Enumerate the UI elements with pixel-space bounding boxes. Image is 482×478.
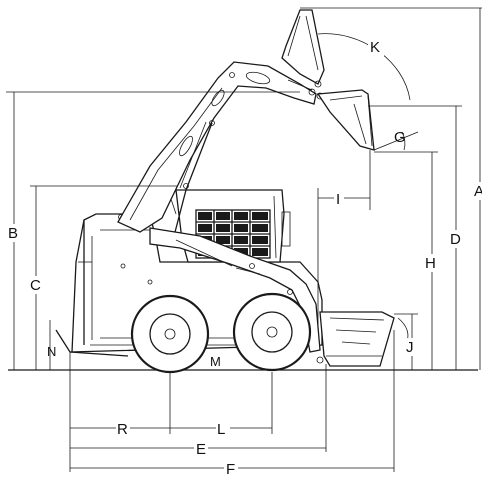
- label-R: R: [117, 421, 128, 438]
- label-F: F: [226, 461, 235, 478]
- label-E: E: [196, 441, 206, 458]
- label-A: A: [474, 183, 482, 200]
- label-I: I: [336, 191, 340, 208]
- rear-wheel: [130, 294, 210, 374]
- label-C: C: [30, 277, 41, 294]
- bucket-ground: [316, 311, 395, 367]
- label-K: K: [370, 39, 380, 56]
- bucket-raised-dump: [316, 89, 375, 151]
- label-D: D: [450, 231, 461, 248]
- loader-arm-lowered: [149, 227, 321, 353]
- bucket-raised-top: [281, 9, 325, 88]
- label-H: H: [425, 255, 436, 272]
- label-G: G: [394, 129, 406, 146]
- label-B: B: [8, 225, 18, 242]
- label-L: L: [217, 421, 225, 438]
- loader-arm: [117, 61, 324, 237]
- label-J: J: [406, 339, 414, 356]
- label-N: N: [47, 344, 56, 359]
- label-M: M: [210, 354, 221, 369]
- front-wheel: [232, 292, 312, 372]
- dimension-labels: A B C D E F G H I J K L M N R: [7, 38, 482, 478]
